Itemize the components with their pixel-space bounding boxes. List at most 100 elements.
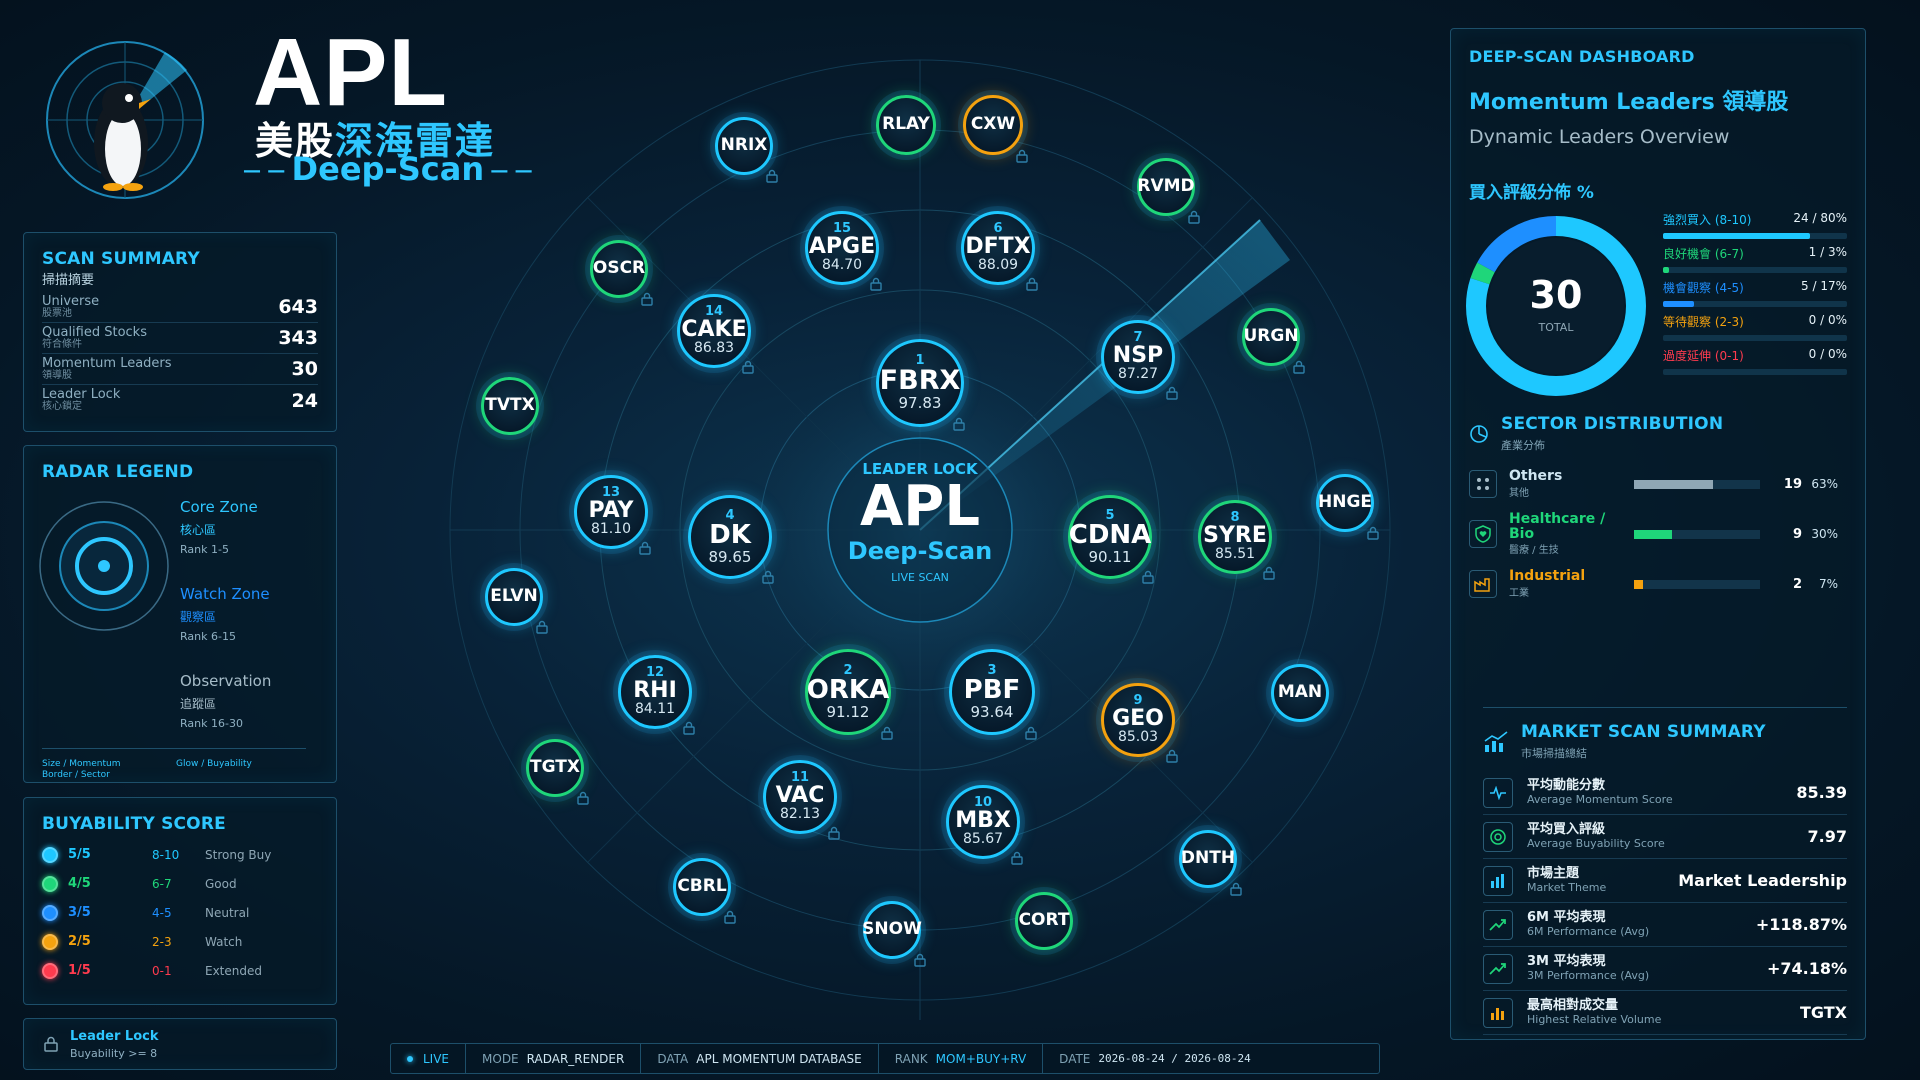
buy-dist-row: 過度延伸 (0-1) 0 / 0%: [1663, 347, 1847, 381]
dist-bar-fill: [1663, 233, 1811, 239]
center-subtitle: Deep-Scan: [847, 536, 993, 565]
market-summary-value: +118.87%: [1755, 915, 1847, 934]
radar-node-rlay[interactable]: RLAY: [876, 95, 936, 155]
legend-watch-zone: Watch Zone 觀察區 Rank 6-15: [180, 585, 270, 643]
node-ticker: RVMD: [1137, 176, 1195, 197]
dashboard-header: DEEP-SCAN DASHBOARD: [1469, 47, 1695, 66]
radar-node-hnge[interactable]: HNGE: [1316, 474, 1374, 532]
radar-node-cxw[interactable]: CXW: [963, 95, 1023, 155]
lock-icon: [1230, 881, 1242, 896]
dashboard-title: Momentum Leaders 領導股: [1469, 90, 1789, 115]
buy-dist-section: 30 TOTAL 強烈買入 (8-10) 24 / 80% 良好機會 (6-7)…: [1466, 211, 1847, 406]
node-score: 93.64: [970, 702, 1014, 721]
node-score: 91.12: [826, 702, 870, 721]
lock-icon: [1188, 209, 1200, 224]
logo-title: APL: [253, 19, 448, 126]
node-ticker: TVTX: [485, 395, 535, 416]
buyability-dot-icon: [42, 904, 58, 921]
node-ticker: RLAY: [882, 114, 930, 135]
leader-lock-desc: Buyability >= 8: [70, 1046, 158, 1060]
radar-node-nrix[interactable]: NRIX: [715, 117, 773, 175]
node-ticker: ELVN: [490, 586, 538, 607]
buyability-dot-icon: [42, 875, 58, 892]
buyability-dot-icon: [42, 962, 58, 979]
node-ticker: ORKA: [806, 674, 890, 705]
dist-bar-fill: [1663, 301, 1695, 307]
radar-node-oscr[interactable]: OSCR: [590, 240, 648, 298]
node-score: 84.11: [634, 701, 676, 718]
node-score: 85.67: [962, 831, 1004, 848]
scan-summary-title-cn: 掃描摘要: [42, 273, 95, 288]
center-live-scan: LIVE SCAN: [891, 570, 949, 584]
node-ticker: TGTX: [530, 757, 580, 778]
target-icon: [1483, 821, 1513, 852]
lock-icon: [577, 790, 589, 805]
buy-dist-row: 強烈買入 (8-10) 24 / 80%: [1663, 211, 1847, 245]
radar-node-urgn[interactable]: URGN: [1242, 308, 1300, 366]
node-rank: 15: [832, 221, 852, 237]
node-rank: 10: [973, 795, 993, 811]
lock-icon: [1293, 359, 1305, 374]
node-score: 89.65: [708, 547, 752, 566]
radar-node-man[interactable]: MAN: [1271, 664, 1329, 722]
market-summary-value: TGTX: [1799, 1003, 1847, 1022]
node-ticker: RHI: [633, 678, 677, 704]
node-score: 90.11: [1088, 547, 1132, 566]
node-ticker: FBRX: [879, 365, 961, 397]
live-indicator-icon: [407, 1055, 413, 1062]
node-score: 86.83: [693, 340, 735, 357]
sector-bar-fill: [1634, 479, 1714, 489]
buyability-row: 2/5 2-3 Watch: [42, 927, 318, 956]
sector-bar-fill: [1634, 579, 1643, 589]
radar-node-rvmd[interactable]: RVMD: [1137, 158, 1195, 216]
radar-node-cort[interactable]: CORT: [1015, 892, 1073, 950]
node-rank: 1: [915, 353, 925, 369]
buy-dist-title: 買入評級分佈 %: [1469, 183, 1594, 203]
node-rank: 13: [601, 485, 621, 501]
lock-icon: [641, 291, 653, 306]
market-summary-value: Market Leadership: [1678, 871, 1847, 890]
radar-node-tvtx[interactable]: TVTX: [481, 377, 539, 435]
logo-tagline: — — Deep-Scan — —: [243, 150, 533, 188]
radar-node-elvn[interactable]: ELVN: [485, 568, 543, 626]
radar-node-tgtx[interactable]: TGTX: [526, 739, 584, 797]
leader-lock-panel: Leader Lock Buyability >= 8: [23, 1018, 337, 1070]
node-ticker: CBRL: [677, 876, 727, 897]
lock-icon: [639, 540, 651, 555]
summary-value: 24: [291, 389, 318, 412]
node-ticker: SYRE: [1203, 523, 1267, 549]
node-ticker: CDNA: [1068, 519, 1152, 550]
radar-node-cbrl[interactable]: CBRL: [673, 858, 731, 916]
lock-icon: [1166, 385, 1178, 400]
radar-node-dnth[interactable]: DNTH: [1179, 830, 1237, 888]
buyability-panel: BUYABILITY SCORE 5/5 8-10 Strong Buy 4/5…: [23, 797, 337, 1005]
node-ticker: GEO: [1112, 706, 1164, 732]
radar-node-snow[interactable]: SNOW: [862, 901, 922, 959]
